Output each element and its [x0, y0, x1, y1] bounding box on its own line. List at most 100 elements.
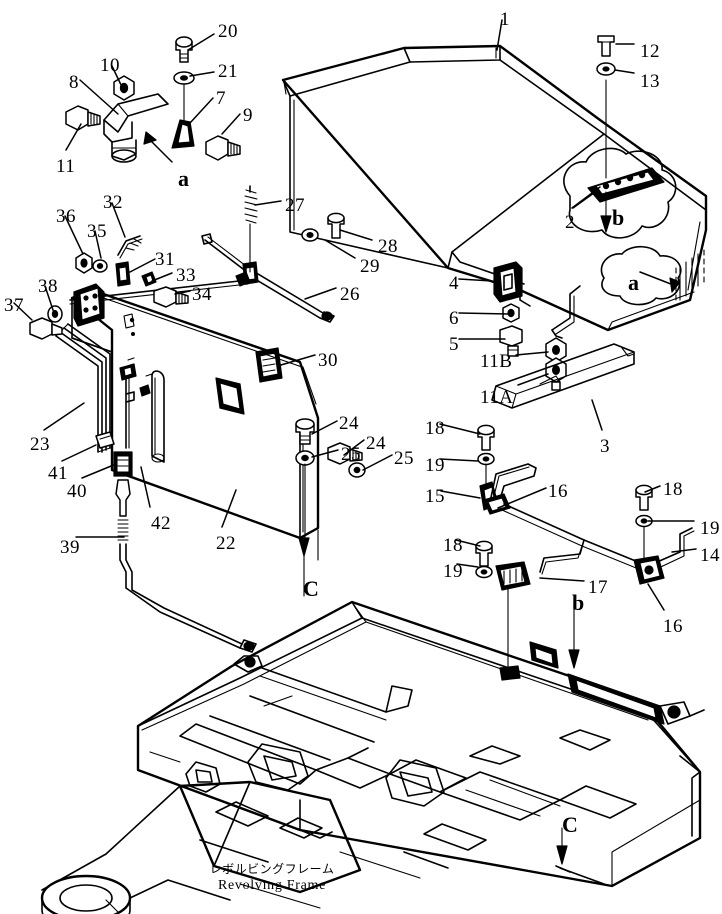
part-24-bolt-lower — [327, 442, 363, 465]
leader-23 — [43, 402, 85, 431]
leader-24 — [311, 420, 338, 435]
part-40-clamp — [113, 451, 133, 477]
callout-18: 18 — [425, 418, 445, 439]
section-mark-section-c-upper: C — [303, 576, 320, 601]
callout-36: 36 — [56, 206, 76, 227]
leader-13 — [614, 69, 635, 74]
callout-19: 19 — [700, 518, 720, 539]
leader-8 — [79, 79, 119, 115]
callout-29: 29 — [360, 256, 380, 277]
callout-8: 8 — [69, 72, 79, 93]
leader-22 — [221, 489, 237, 528]
detail-b-arrow-frame — [568, 603, 580, 669]
callout-10: 10 — [100, 55, 120, 76]
leader-26 — [304, 287, 337, 300]
part-30-bracket — [255, 347, 283, 383]
leader-19 — [439, 458, 479, 462]
part-11B-nut — [545, 337, 567, 363]
section-c-arrow-upper — [298, 537, 310, 597]
callout-34: 34 — [192, 284, 212, 305]
leader-27 — [254, 200, 282, 206]
callout-9: 9 — [243, 105, 253, 126]
callout-11A: 11A — [480, 387, 514, 408]
callout-32: 32 — [103, 192, 123, 213]
callout-3: 3 — [600, 436, 610, 457]
section-mark-section-c-lower: C — [562, 812, 579, 837]
part-19-washer-1 — [477, 452, 495, 466]
leader-37 — [13, 302, 33, 321]
callout-21: 21 — [218, 61, 238, 82]
leader-1 — [496, 19, 503, 51]
callout-28: 28 — [378, 236, 398, 257]
leader-18 — [644, 485, 661, 493]
part-24-bolt-upper — [295, 418, 315, 445]
part-16-collar — [483, 493, 511, 515]
caption-english: Revolving Frame — [217, 878, 327, 893]
part-20-knob-bolt — [175, 36, 193, 63]
rod-center-joint — [235, 261, 259, 287]
callout-26: 26 — [340, 284, 360, 305]
leader-19 — [456, 563, 479, 568]
leader-40 — [81, 463, 117, 479]
callout-19: 19 — [443, 561, 463, 582]
leader-28 — [339, 229, 373, 241]
leader-34 — [174, 290, 191, 295]
rod-linkage-assembly — [69, 185, 345, 383]
guard-inner-loop — [151, 370, 165, 463]
section-mark-detail-a-lower-left: a — [178, 166, 190, 191]
callout-22: 22 — [216, 533, 236, 554]
leader-6 — [458, 312, 510, 315]
callout-31: 31 — [155, 249, 175, 270]
leader-10 — [111, 65, 123, 88]
leader-30 — [280, 354, 316, 366]
part-10-nut — [113, 75, 135, 101]
callout-33: 33 — [176, 265, 196, 286]
part-23-seal-strip — [55, 323, 111, 453]
callout-38: 38 — [38, 276, 58, 297]
part-18-bolt-1 — [477, 424, 495, 451]
leader-11 — [65, 123, 82, 151]
callout-5: 5 — [449, 334, 459, 355]
leader-17 — [539, 577, 585, 582]
callout-41: 41 — [48, 463, 68, 484]
leader-16 — [647, 583, 665, 611]
section-mark-detail-b-frame: b — [572, 590, 585, 615]
part-36-nut — [75, 252, 93, 274]
callout-1: 1 — [500, 9, 510, 30]
callout-7: 7 — [216, 88, 226, 109]
leader-25 — [311, 449, 339, 458]
part-19-washer-3 — [475, 565, 493, 579]
callout-20: 20 — [218, 21, 238, 42]
part-7-bracket — [171, 119, 195, 149]
part-4-bracket — [493, 261, 523, 303]
leader-14 — [671, 548, 697, 553]
part-38-washer — [47, 305, 63, 323]
callout-15: 15 — [425, 486, 445, 507]
part-16-handle-upper — [489, 463, 537, 507]
leader-11B — [515, 351, 549, 356]
leader-31 — [129, 258, 156, 273]
callout-30: 30 — [318, 350, 338, 371]
leader-38 — [44, 285, 55, 314]
part-25-washer-lower — [348, 462, 366, 478]
part-27-spring — [244, 185, 258, 273]
part-29-washer — [301, 228, 319, 242]
callout-25: 25 — [341, 444, 361, 465]
part-42-rod — [119, 363, 137, 449]
frame-mount-pad-b — [567, 673, 705, 725]
callout-35: 35 — [87, 221, 107, 242]
part-28-bolt — [327, 212, 345, 239]
revolving-frame-assembly — [40, 600, 705, 914]
part-9-bolt — [205, 135, 241, 161]
part-34-bolt — [153, 286, 189, 308]
callout-11B: 11B — [480, 351, 513, 372]
leader-21 — [189, 71, 215, 77]
part-41-pin — [95, 431, 115, 449]
callout-16: 16 — [548, 481, 568, 502]
leader-29 — [324, 239, 356, 259]
part-6-nut — [502, 303, 520, 323]
callout-25: 25 — [394, 448, 414, 469]
side-guard-cover-assembly — [29, 283, 366, 653]
callout-6: 6 — [449, 308, 459, 329]
